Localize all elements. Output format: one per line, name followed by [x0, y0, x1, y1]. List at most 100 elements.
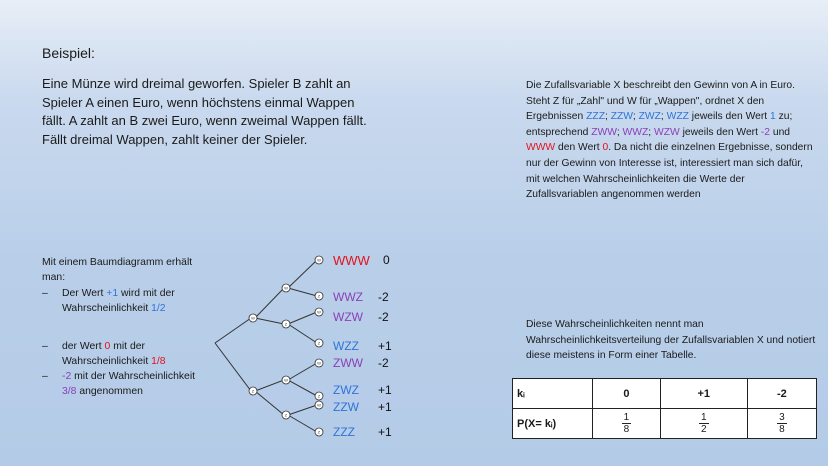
table-cell-value: +1: [659, 378, 748, 409]
bullet-probability: 1/2: [151, 302, 166, 314]
outcome-wzz: WZZ: [666, 111, 689, 123]
tree-leaf-label: ZZW: [333, 400, 359, 414]
desc-sep: ;: [648, 126, 655, 138]
value-one: 1: [770, 111, 776, 123]
outcome-zzz: ZZZ: [586, 111, 605, 123]
description-text: Die Zufallsvariable X beschreibt den Gew…: [526, 78, 816, 203]
outcome-wwz: WWZ: [622, 126, 649, 138]
tree-node-label: Z: [318, 430, 321, 435]
desc-p3: zu; entsprechend: [526, 111, 793, 138]
table-header-probability: P(X= kᵢ): [512, 408, 593, 439]
table-header-k: kᵢ: [512, 378, 593, 409]
bullet-probability: 3/8: [62, 385, 77, 397]
tree-leaf-label: ZWW: [333, 356, 363, 370]
bullet-zero: –der Wert 0 mit der Wahrscheinlichkeit 1…: [42, 340, 212, 369]
tree-leaf-label: ZWZ: [333, 383, 359, 397]
intro-text: Eine Münze wird dreimal geworfen. Spiele…: [42, 76, 367, 147]
tree-node-label: W: [284, 378, 288, 383]
fraction-numerator: 3: [777, 412, 787, 424]
bullet-value: +1: [106, 288, 119, 299]
probability-distribution-text: Diese Wahrscheinlichkeiten nennt man Wah…: [526, 319, 816, 362]
outcome-wzw: WZW: [654, 126, 680, 138]
bullet-plus-one: –Der Wert +1 wird mit der Wahrscheinlich…: [42, 287, 212, 316]
tree-leaf-value: +1: [378, 400, 392, 414]
tree-leaf-value: -2: [378, 356, 389, 370]
desc-p7: . Da nicht die einzelnen Ergebnisse, son…: [526, 142, 813, 201]
tree-node-label: W: [317, 310, 321, 315]
tree-leaf-value: 0: [383, 253, 390, 267]
tree-leaf-label: WWZ: [333, 290, 363, 304]
bullet-minus-two: –-2 mit der Wahrscheinlichkeit 3/8 angen…: [42, 370, 212, 399]
desc-sep: ;: [632, 111, 639, 123]
bullet-dash: –: [42, 341, 48, 352]
tree-node: [314, 291, 324, 301]
tree-node-label: W: [317, 258, 321, 263]
tree-node: [314, 391, 324, 401]
tree-leaf-value: +1: [378, 425, 392, 439]
desc-p1: Die Zufallsvariable X beschreibt den Gew…: [526, 80, 796, 123]
desc-p5: und: [769, 126, 791, 138]
desc-sep: ;: [616, 126, 623, 138]
tree-leaf-label: ZZZ: [333, 425, 355, 439]
tree-node: [314, 307, 324, 317]
tree-node-label: Z: [318, 394, 321, 399]
value-minus-two: -2: [760, 126, 770, 138]
tree-node: [314, 400, 324, 410]
table-cell-value: 0: [592, 378, 661, 409]
tree-node-label: Z: [318, 294, 321, 299]
tree-node: [248, 386, 258, 396]
desc-sep: ;: [660, 111, 667, 123]
tree-node: [281, 319, 291, 329]
tree-node-label: W: [317, 361, 321, 366]
tree-leaf-label: WZW: [333, 310, 363, 324]
tree-intro-text: Mit einem Baumdiagramm erhält man:: [42, 257, 193, 283]
bullet-text: mit der Wahrscheinlichkeit: [62, 341, 152, 367]
fraction-numerator: 1: [699, 412, 709, 424]
bullet-text: wird mit der Wahrscheinlichkeit: [62, 288, 175, 314]
tree-leaf-value: -2: [378, 290, 389, 304]
tree-node-label: W: [317, 403, 321, 408]
tree-node: [314, 338, 324, 348]
tree-leaf-label: WZZ: [333, 339, 359, 353]
bullet-dash: –: [42, 288, 48, 299]
outcome-www: WWW: [526, 142, 556, 154]
fraction-denominator: 8: [623, 424, 630, 435]
desc-sep: ;: [604, 111, 611, 123]
tree-node-label: Z: [318, 341, 321, 346]
tree-leaf-value: +1: [378, 339, 392, 353]
fraction-denominator: 2: [701, 424, 707, 435]
tree-node-label: W: [251, 316, 255, 321]
tree-node: [248, 313, 258, 323]
tree-node-label: Z: [285, 322, 288, 327]
value-zero: 0: [602, 142, 609, 154]
tree-node: [281, 283, 291, 293]
bullet-value: -2: [62, 371, 72, 382]
desc-p4: jeweils den Wert: [679, 126, 761, 138]
fraction-denominator: 8: [779, 424, 785, 435]
tree-node: [314, 358, 324, 368]
tree-leaf-value: -2: [378, 310, 389, 324]
tree-node: [314, 255, 324, 265]
table-row: kᵢ 0 +1 -2: [512, 378, 818, 409]
outcome-zzw: ZZW: [610, 111, 633, 123]
outcome-zwz: ZWZ: [638, 111, 661, 123]
tree-edges: [214, 259, 318, 433]
desc-p6: den Wert: [555, 142, 603, 154]
bullet-dash: –: [42, 371, 48, 382]
desc-p2: jeweils den Wert: [688, 111, 771, 123]
slide-heading: Beispiel:: [42, 45, 95, 61]
tree-node-label: W: [284, 286, 288, 291]
outcome-zww: ZWW: [591, 126, 617, 138]
tree-leaf-label: WWW: [333, 253, 370, 268]
tree-node: [314, 427, 324, 437]
tree-node-label: Z: [285, 413, 288, 418]
